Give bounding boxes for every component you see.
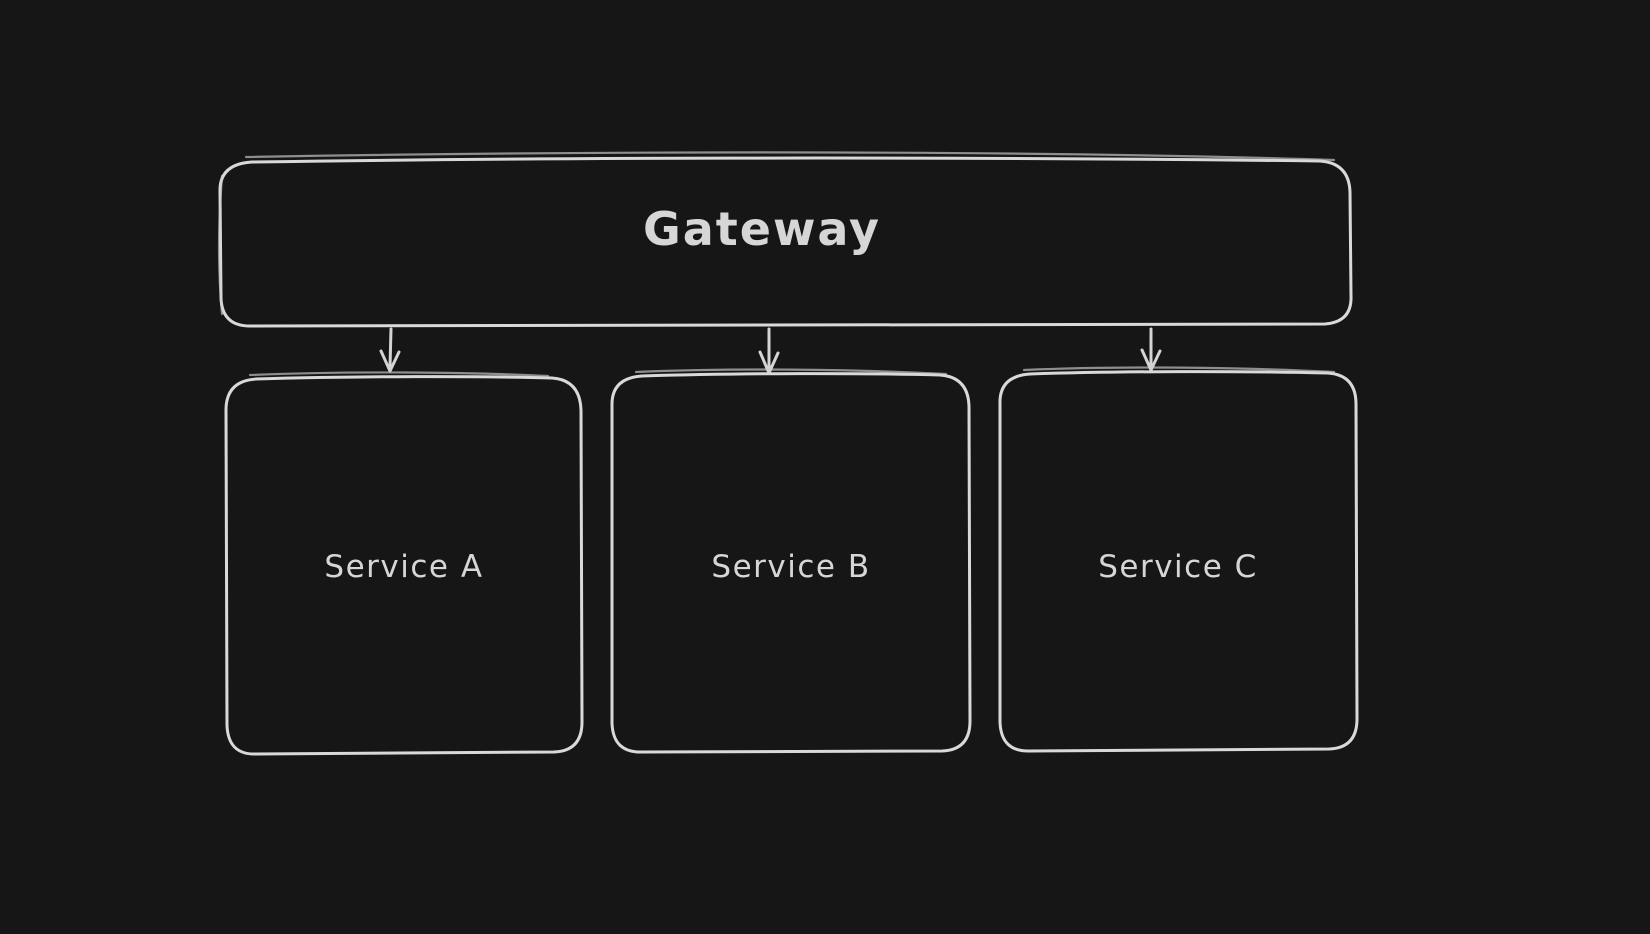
- service-a-label: Service A: [324, 549, 483, 585]
- gateway-box-overstroke-left: [217, 174, 224, 316]
- service-b-label: Service B: [711, 549, 870, 585]
- service-a-box: [224, 375, 584, 756]
- arrow-gateway-to-service-a: [379, 327, 401, 373]
- service-b-box-overstroke: [634, 368, 948, 376]
- arrow-gateway-to-service-b: [758, 327, 780, 375]
- gateway-node: Gateway: [217, 151, 1353, 328]
- service-a-box-overstroke: [248, 371, 550, 378]
- service-c-node: Service C: [998, 366, 1359, 753]
- edges: [379, 327, 1162, 375]
- service-b-node: Service B: [610, 368, 972, 754]
- service-c-box-overstroke: [1022, 366, 1336, 374]
- service-c-box: [998, 370, 1359, 753]
- service-b-box: [610, 372, 972, 754]
- arrow-gateway-to-service-c: [1140, 327, 1162, 372]
- gateway-label: Gateway: [643, 202, 881, 256]
- service-a-node: Service A: [224, 371, 584, 756]
- gateway-box-overstroke: [244, 151, 1336, 162]
- service-c-label: Service C: [1098, 549, 1258, 585]
